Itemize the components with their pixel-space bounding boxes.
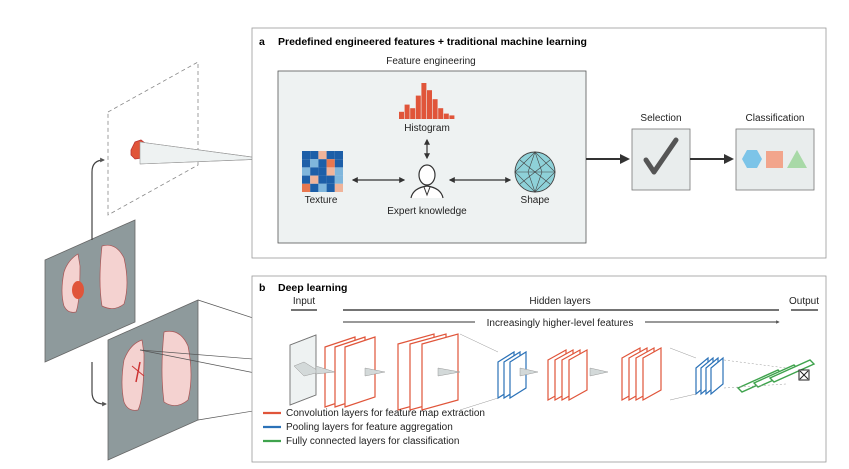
texture-cell [302,183,311,192]
output-label: Output [789,296,819,307]
kernel-projection [315,365,336,375]
expert-person-icon [410,164,444,199]
texture-cell [310,151,319,160]
texture-cell [302,167,311,176]
ct-slices [44,61,291,461]
panel-b-title: Deep learning [278,282,347,294]
classification-label: Classification [746,113,805,124]
texture-cell [326,151,335,160]
texture-cell [326,175,335,184]
histogram-label: Histogram [404,123,450,134]
layer-sheet [642,346,662,402]
curve-arrow-down [91,362,107,407]
hidden-layers-label: Hidden layers [529,296,590,307]
histogram-bar [443,113,449,119]
texture-cell [334,151,343,160]
texture-cell [326,159,335,168]
texture-cell [302,159,311,168]
shape-sphere-icon [514,151,556,193]
features-label: Increasingly higher-level features [487,318,634,329]
texture-cell [326,183,335,192]
histogram-bar [404,104,410,119]
texture-cell [310,175,319,184]
texture-cell [310,167,319,176]
panel-b: b Deep learning Input Hidden layers Outp… [251,275,827,463]
texture-cell [334,183,343,192]
dashed-projection-plane [107,61,199,216]
histogram-bar [399,111,404,119]
texture-icon [302,151,343,192]
kernel-projection [519,367,539,377]
cnn-layers [315,333,816,411]
legend-label: Convolution layers for feature map extra… [286,408,485,419]
panel-a: a Predefined engineered features + tradi… [251,27,827,259]
texture-cell [326,167,335,176]
input-volume [289,334,321,406]
texture-cell [318,183,327,192]
texture-cell [318,167,327,176]
texture-cell [302,175,311,184]
histogram-bar [438,108,444,119]
lung-image-back [61,244,128,313]
histogram-bar [432,99,438,119]
panel-b-letter: b [259,282,265,294]
curve-arrow-up [91,157,105,240]
square-icon [766,151,783,168]
texture-cell [310,159,319,168]
fc-layer [768,359,816,383]
input-label: Input [293,296,315,307]
histogram-icon [399,83,455,119]
layer-legend: Convolution layers for feature map extra… [263,408,485,447]
shape-label: Shape [521,195,550,206]
lung-image-front [121,330,192,411]
selection-label: Selection [640,113,681,124]
texture-cell [318,159,327,168]
hexagon-icon [742,150,762,168]
triangle-icon [787,150,807,168]
histogram-bar [415,95,421,119]
kernel-projection [364,367,386,377]
texture-cell [318,151,327,160]
legend-label: Pooling layers for feature aggregation [286,422,453,433]
panel-a-title: Predefined engineered features + traditi… [278,36,587,48]
panel-a-letter: a [259,36,265,48]
feature-engineering-label: Feature engineering [386,56,476,67]
texture-cell [334,175,343,184]
checkmark-icon [643,137,679,175]
texture-cell [302,151,311,160]
texture-cell [310,183,319,192]
histogram-bar [410,108,416,119]
kernel-projection [437,367,461,377]
expert-knowledge-label: Expert knowledge [387,206,467,217]
legend-label: Fully connected layers for classificatio… [286,436,459,447]
texture-cell [334,159,343,168]
texture-cell [318,175,327,184]
layer-sheet [710,356,724,396]
histogram-bar [449,115,455,119]
layer-sheet [568,348,588,402]
kernel-projection [589,367,609,377]
texture-cell [334,167,343,176]
histogram-bar [427,90,432,119]
projection-cone [139,141,268,165]
layer-sheet [509,350,527,400]
histogram-bar [421,83,427,119]
layer-sheet [344,336,376,408]
texture-label: Texture [305,195,338,206]
